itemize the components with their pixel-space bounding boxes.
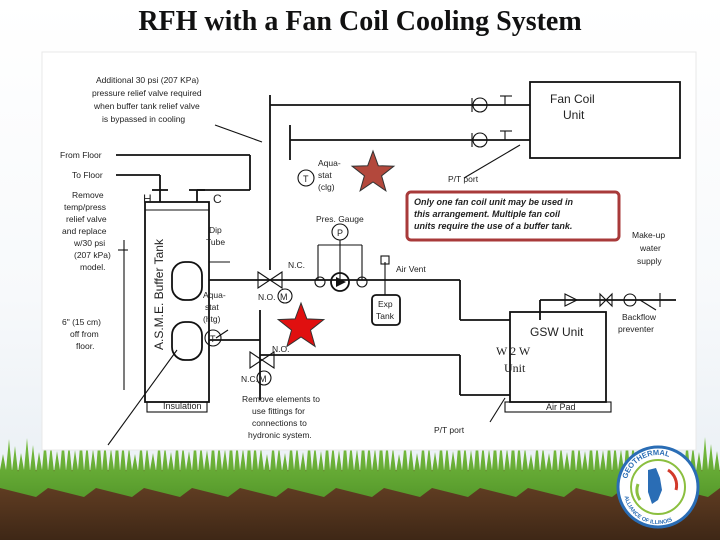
geothermal-logo: GEOTHERMAL ALLIANCE OF ILLINOIS [616,445,700,529]
warning-line-3: units require the use of a buffer tank. [414,221,572,231]
aquastat-clg-label-2: stat [318,170,332,180]
relief-note-4: is bypassed in cooling [102,114,185,124]
fan-coil-unit [529,81,681,159]
remove-note-2: temp/press [64,202,106,212]
expansion-tank [371,294,401,326]
component-labels: Dip Tube Aqua- stat (clg) Aqua- stat (ht… [203,158,665,435]
aquastat-htg-label-3: (htg) [203,314,221,324]
offset-note-2: off from [70,329,99,339]
nc-label-lower: N.C. [241,374,258,384]
star-icon-lower [276,301,326,348]
elements-note-4: hydronic system. [248,430,312,440]
pres-gauge-label: Pres. Gauge [316,214,364,224]
makeup-valve-icon [599,292,613,308]
relief-note-3: when buffer tank relief valve [93,101,200,111]
exp-tank-label-1: Exp [378,299,393,309]
pressure-symbol: P [337,228,343,238]
nc-label-upper: N.C. [288,260,305,270]
makeup-label-1: Make-up [632,230,665,240]
air-pad-label: Air Pad [546,402,576,412]
notes: Additional 30 psi (207 KPa) pressure rel… [60,75,320,440]
w2w-label-1: W 2 W [496,344,531,358]
remove-note-6: (207 kPa) [74,250,111,260]
backflow-label-1: Backflow [622,312,657,322]
hot-label: H [143,192,152,206]
tank-element-lower [171,321,203,361]
air-pad [504,401,612,413]
relief-note-2: pressure relief valve required [92,88,202,98]
makeup-label-2: water [639,243,661,253]
motor-symbol-upper: M [280,292,288,302]
aquastat-clg-label-1: Aqua- [318,158,341,168]
elements-note-3: connections to [252,418,307,428]
w2w-label-2: Unit [504,361,526,375]
backflow-label-2: preventer [618,324,654,334]
diagram-panel [41,51,697,451]
to-floor-label: To Floor [72,170,103,180]
no-label-lower: N.O. [272,344,289,354]
remove-note-7: model. [80,262,106,272]
air-vent-label: Air Vent [396,264,426,274]
callout-arrows [107,124,657,446]
motor-icon-lower [256,370,272,386]
zone-valve-lower: M N.C. N.O. [241,344,289,386]
pt-port-top-label: P/T port [448,174,479,184]
from-floor-label: From Floor [60,150,102,160]
offset-note-1: 6" (15 cm) [62,317,101,327]
warning-box [405,190,621,242]
dip-tube-label-1: Dip [209,225,222,235]
tank-element-upper [171,261,203,301]
slide-title: RFH with a Fan Coil Cooling System [138,6,582,37]
check-valve-icon [564,293,579,307]
fan-coil-label-1: Fan Coil [550,92,595,106]
motor-icon-upper [277,288,293,304]
remove-note-3: relief valve [66,214,107,224]
aquastat-htg-label-1: Aqua- [203,290,226,300]
gsw-unit-label: GSW Unit [530,325,584,339]
zone-valve-upper: M N.C. N.O. [257,260,305,304]
piping [116,95,676,400]
warning-line-2: this arrangement. Multiple fan coil [414,209,561,219]
no-label-upper: N.O. [258,292,275,302]
motor-symbol-lower: M [259,374,267,384]
aquastat-clg-label-3: (clg) [318,182,335,192]
aquastat-htg-symbol: T [210,334,216,344]
pump-icon [330,272,350,292]
pressure-gauge-icon [331,223,349,241]
aquastat-htg-icon [204,329,222,347]
elements-note-2: use fittings for [252,406,305,416]
insulation-label: Insulation [163,401,202,411]
warning-line-1: Only one fan coil unit may be used in [414,197,574,207]
aquastat-clg-icon [297,169,315,187]
exp-tank-label-2: Tank [376,311,395,321]
grass [0,433,720,540]
makeup-label-3: supply [637,256,662,266]
pt-port-bottom-label: P/T port [434,425,465,435]
relief-note-1: Additional 30 psi (207 KPa) [96,75,199,85]
aquastat-htg-label-2: stat [205,302,219,312]
remove-note-4: and replace [62,226,107,236]
remove-note-1: Remove [72,190,104,200]
remove-note-5: w/30 psi [73,238,105,248]
offset-note-3: floor. [76,341,94,351]
ground-decoration [0,433,720,540]
cold-label: C [213,192,222,206]
buffer-tank: Insulation A.S.M.E. Buffer Tank H C [143,189,222,413]
dip-tube-label-2: Tube [206,237,225,247]
star-icon-upper [350,149,396,192]
fan-coil-label-2: Unit [563,108,585,122]
aquastat-clg-symbol: T [303,174,309,184]
elements-note-1: Remove elements to [242,394,320,404]
tank-label: A.S.M.E. Buffer Tank [152,238,166,350]
